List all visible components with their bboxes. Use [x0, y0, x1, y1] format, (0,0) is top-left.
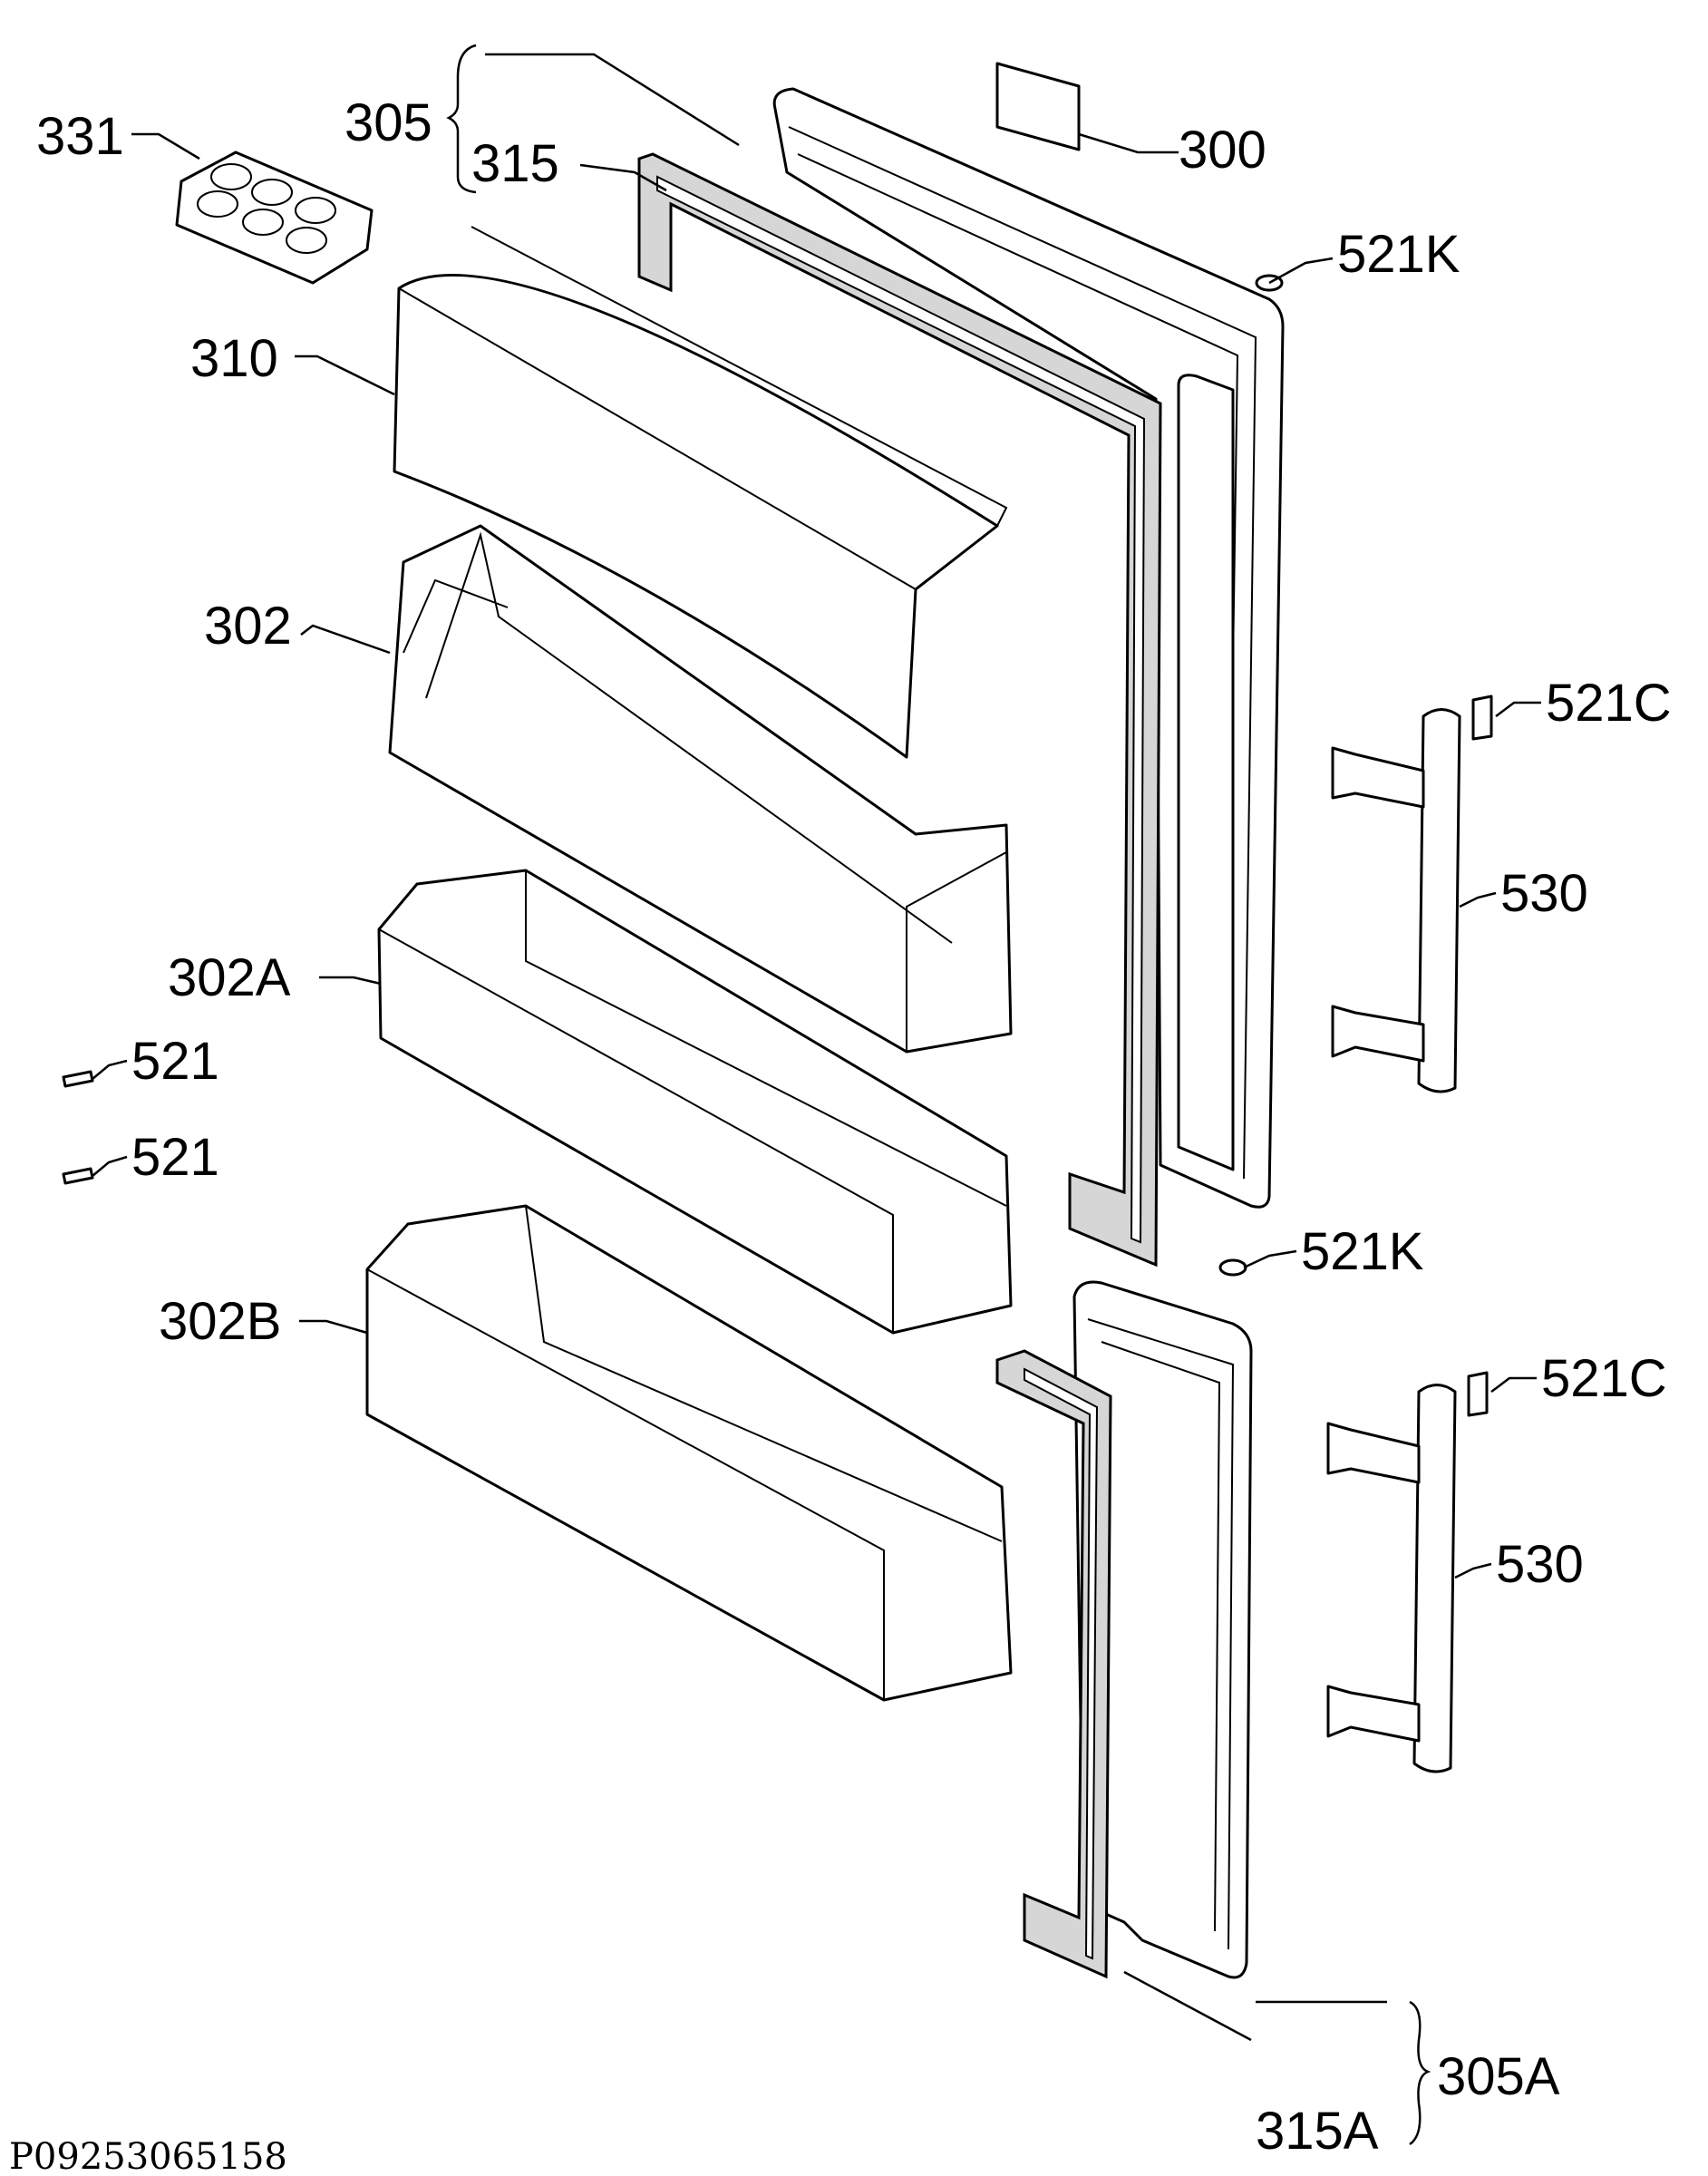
label-331: 331	[36, 107, 124, 166]
label-521-a: 521	[131, 1032, 219, 1091]
screw-521-b	[62, 1167, 94, 1185]
upper-gasket-315	[637, 152, 1162, 1268]
door-shelf-302	[388, 524, 1013, 1054]
label-530-top: 530	[1500, 864, 1588, 923]
label-302a: 302A	[168, 948, 291, 1007]
label-305: 305	[345, 93, 432, 152]
label-302: 302	[204, 597, 292, 656]
reference-code: P09253065158	[9, 2136, 287, 2176]
lower-door-305a	[1072, 1280, 1253, 1979]
shelf-cover-310	[393, 226, 1008, 759]
door-shelf-302b	[365, 1204, 1013, 1702]
screw-521-a	[62, 1070, 94, 1088]
door-shelf-302a	[377, 869, 1013, 1335]
egg-tray-331	[175, 151, 374, 285]
label-302b: 302B	[159, 1292, 281, 1351]
screw-521k-middle	[1218, 1258, 1247, 1277]
lower-gasket-315a	[995, 1349, 1112, 1979]
leader-lines	[92, 44, 1541, 2146]
label-315: 315	[471, 134, 559, 193]
label-305a: 305A	[1437, 2047, 1560, 2106]
label-530-bottom: 530	[1496, 1535, 1584, 1594]
handle-530-bottom	[1326, 1371, 1489, 1773]
part-labels: 331 305 315 300 521K 310 302 521C 530 30…	[36, 93, 1672, 2161]
label-521c-bottom: 521C	[1541, 1349, 1667, 1408]
label-300: 300	[1179, 121, 1266, 180]
upper-door-305	[772, 87, 1285, 1209]
handle-530-top	[1331, 695, 1493, 1093]
rating-label-300	[995, 62, 1081, 151]
label-315a: 315A	[1256, 2102, 1379, 2161]
label-521k-top: 521K	[1337, 225, 1461, 284]
label-310: 310	[190, 329, 278, 388]
label-521c-top: 521C	[1546, 674, 1672, 733]
label-521-b: 521	[131, 1128, 219, 1187]
label-521k-middle: 521K	[1301, 1222, 1424, 1281]
